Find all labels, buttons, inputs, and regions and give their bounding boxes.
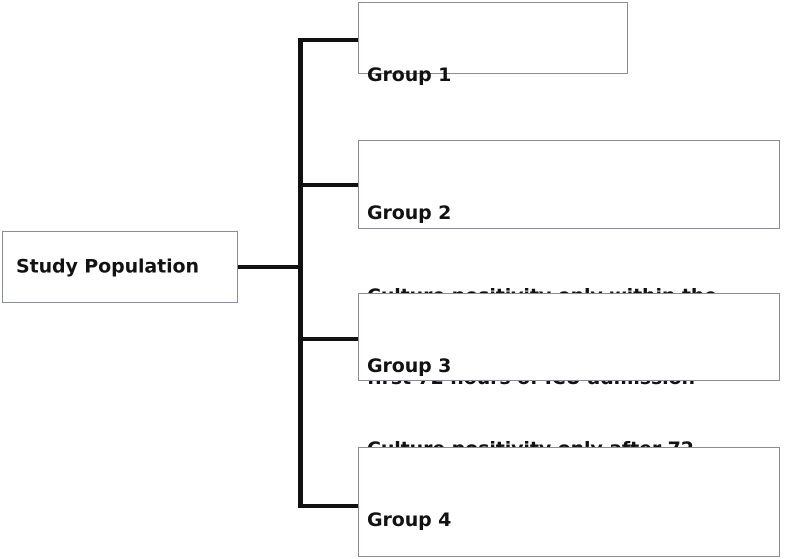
node-group-1: Group 1 No culture positivity [358, 2, 628, 169]
node-study-population: Study Population [2, 231, 238, 303]
node-group-4: Group 4 Culture positivity both within t… [358, 447, 780, 557]
node-group-2-heading: Group 2 [367, 202, 452, 224]
node-group-4-heading: Group 4 [367, 509, 452, 531]
connector-branch-group-3 [298, 337, 359, 341]
node-group-2: Group 2 Culture positivity only within t… [358, 140, 780, 389]
node-study-population-label: Study Population [16, 255, 199, 278]
node-group-1-heading: Group 1 [367, 64, 452, 86]
node-group-3: Group 3 Culture positivity only after 72… [358, 293, 780, 542]
connector-root-stem [237, 265, 303, 269]
connector-branch-group-2 [298, 183, 359, 187]
connector-branch-group-1 [298, 38, 359, 42]
node-group-3-heading: Group 3 [367, 355, 452, 377]
connector-vertical-trunk [298, 38, 303, 508]
connector-branch-group-4 [298, 504, 359, 508]
